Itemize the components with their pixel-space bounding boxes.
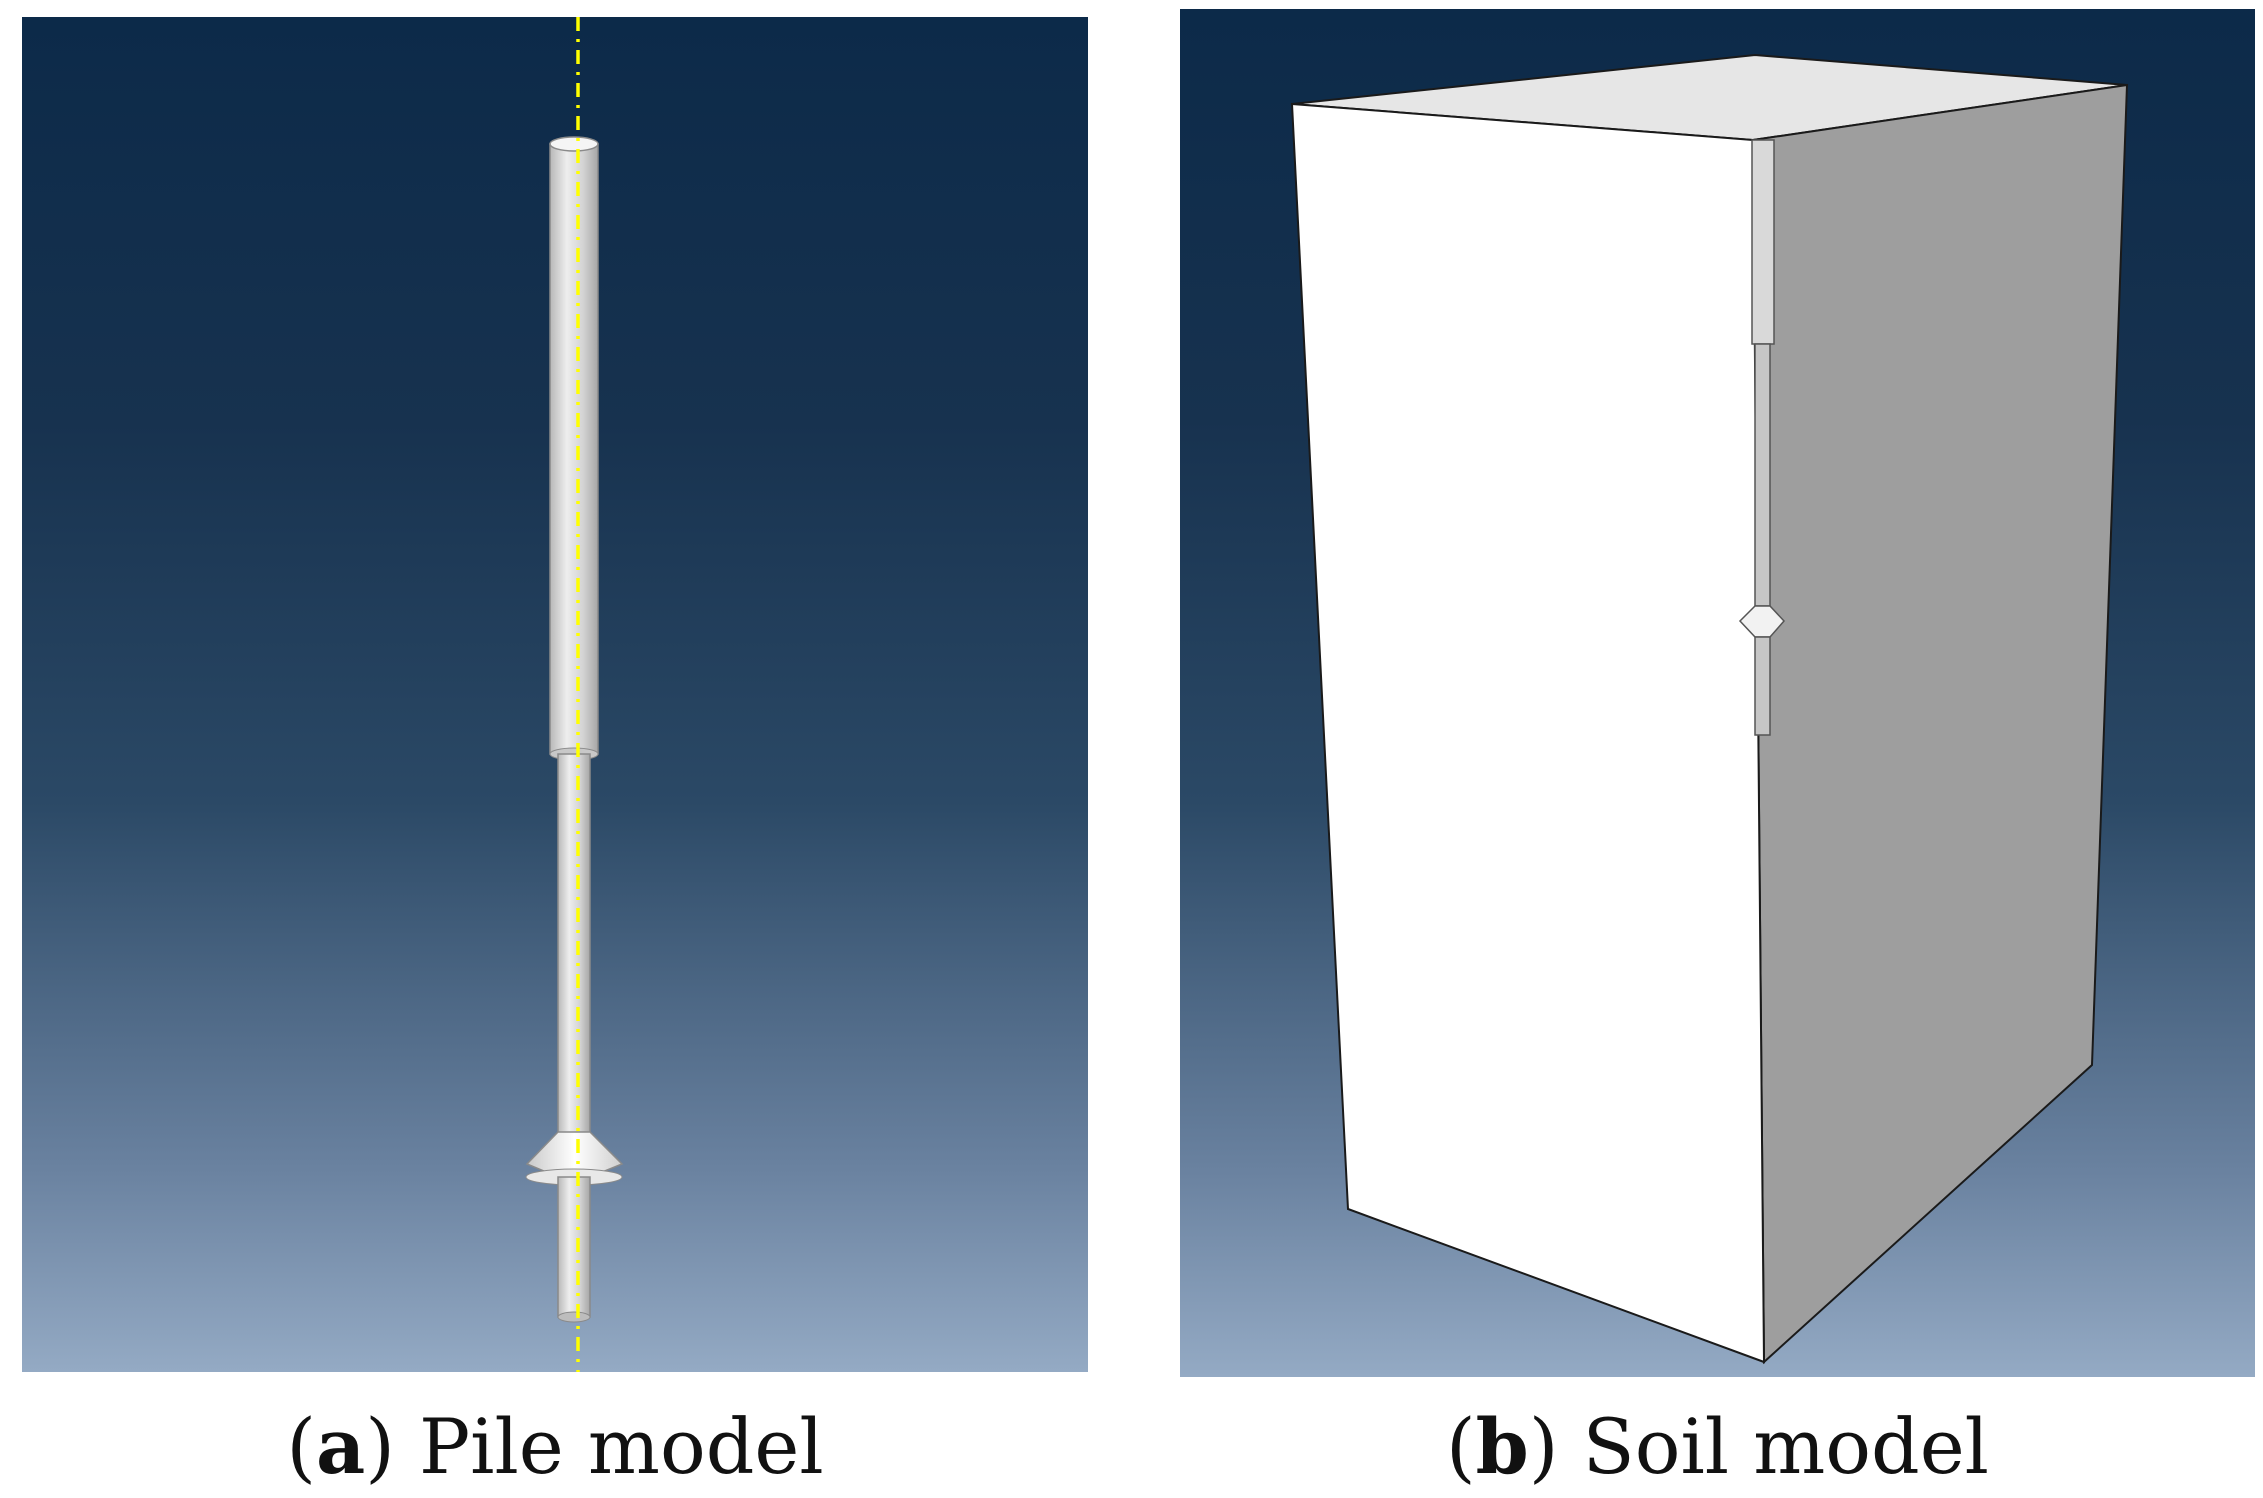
soil-model-caption: (b) Soil model xyxy=(1446,1402,1989,1491)
pile-model-viewport xyxy=(22,17,1088,1372)
pile-upper-segment xyxy=(549,136,599,761)
soil-block-side-face xyxy=(1751,83,2129,1365)
caption-b-letter: b xyxy=(1475,1402,1529,1491)
soil-model-drawing xyxy=(1290,53,2129,1365)
soil-pile-cavity xyxy=(1738,139,1786,736)
caption-b-text: Soil model xyxy=(1558,1402,1989,1491)
pile-model-drawing xyxy=(525,17,624,1372)
pile-lower-segment xyxy=(557,753,591,1160)
soil-block-front-face xyxy=(1290,102,1766,1364)
caption-a-letter: a xyxy=(315,1402,366,1491)
pile-tip-segment xyxy=(557,1176,591,1323)
caption-a-text: Pile model xyxy=(394,1402,824,1491)
pile-model-caption: (a) Pile model xyxy=(286,1402,824,1491)
soil-model-viewport xyxy=(1180,9,2255,1377)
